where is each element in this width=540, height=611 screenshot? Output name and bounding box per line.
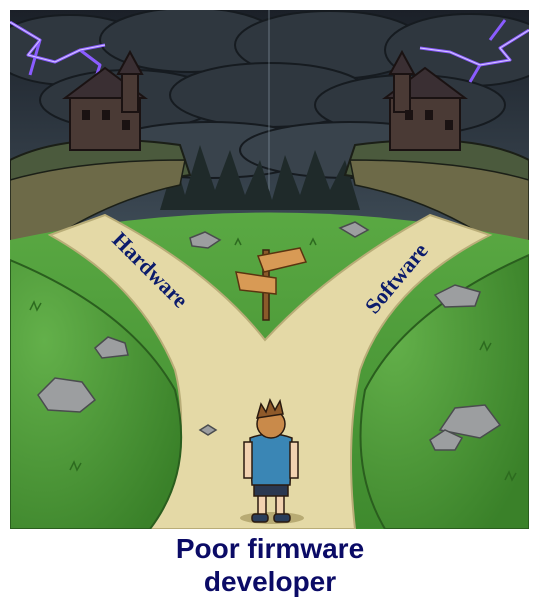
boy-figure [240, 398, 304, 524]
right-haunted-house [343, 49, 529, 251]
grass-tufts [29, 237, 517, 482]
dark-forest [160, 145, 360, 210]
meme-caption: Poor firmware developer [0, 532, 540, 598]
forked-path [47, 213, 493, 529]
left-haunted-house [10, 49, 192, 251]
caption-line-2: developer [203, 566, 337, 597]
signpost [235, 247, 308, 321]
left-hill [10, 258, 183, 529]
caption-line-1: Poor firmware [175, 533, 365, 564]
rocks [37, 221, 502, 451]
crossroads-illustration: Hardware Software [10, 10, 529, 529]
